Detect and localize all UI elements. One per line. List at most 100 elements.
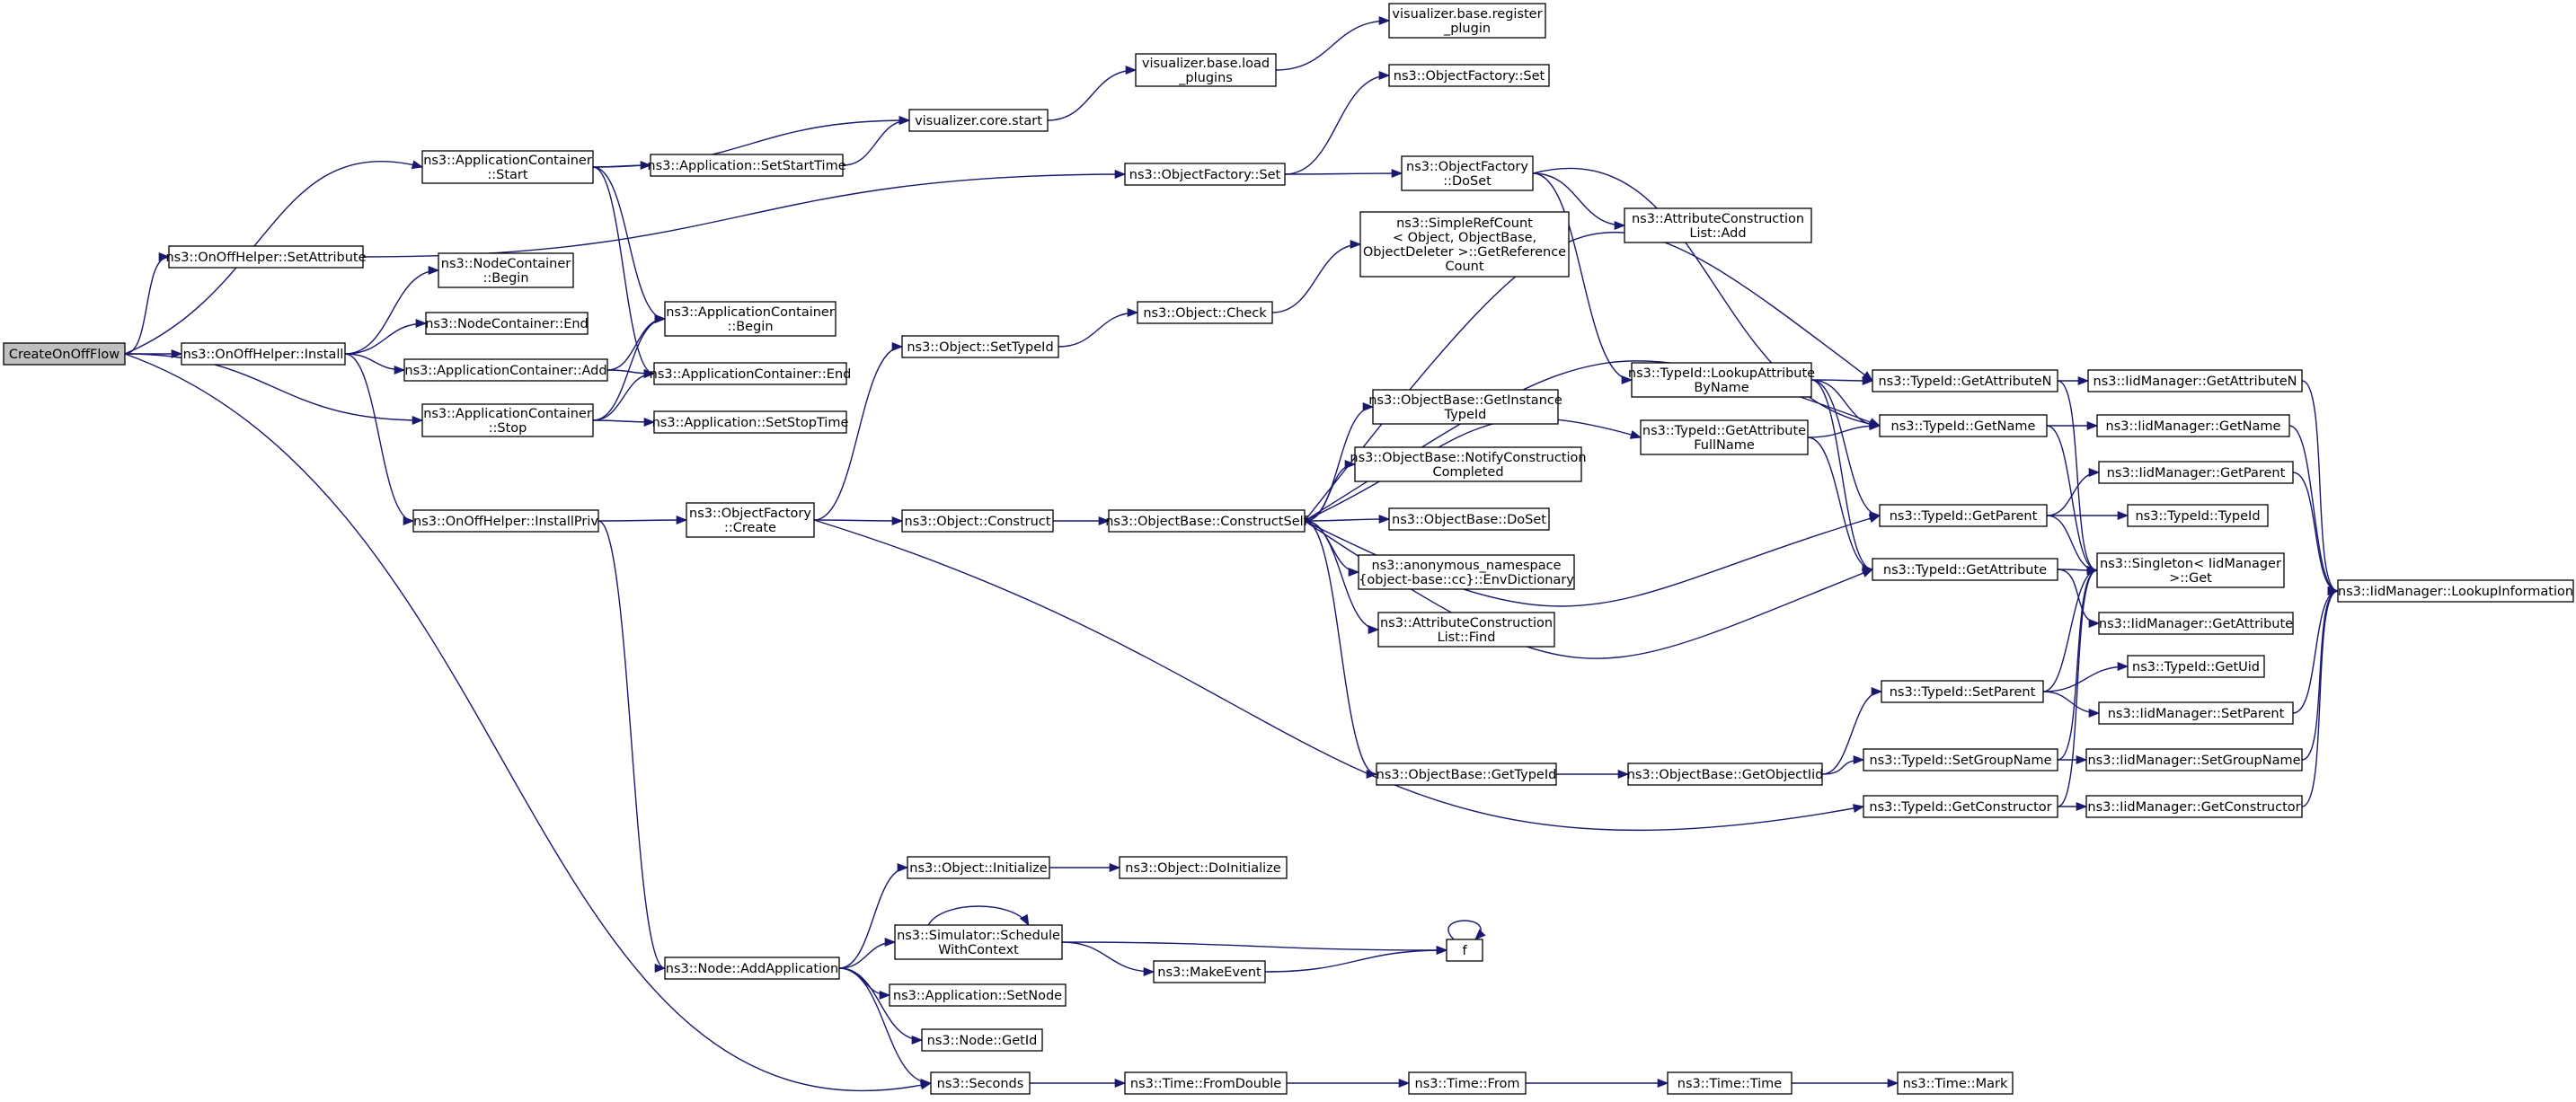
node-box[interactable] [1879,414,2048,437]
graph-node-vis_register_plugin[interactable]: visualizer.base.register_plugin [1388,3,1546,39]
graph-node-typeid_getname[interactable]: ns3::TypeId::GetName [1879,414,2048,437]
graph-node-iid_setparent[interactable]: ns3::IidManager::SetParent [2098,701,2294,725]
graph-node-iid_lookupinformation[interactable]: ns3::IidManager::LookupInformation [2337,579,2574,603]
node-box[interactable] [1377,612,1555,648]
node-box[interactable] [1354,446,1582,482]
node-box[interactable] [2127,655,2265,678]
graph-node-onoff_setattr[interactable]: ns3::OnOffHelper::SetAttribute [165,245,367,269]
node-box[interactable] [2098,612,2294,635]
node-box[interactable] [412,509,599,533]
node-box[interactable] [2098,461,2294,484]
graph-node-simplerefcount[interactable]: ns3::SimpleRefCount< Object, ObjectBase,… [1359,211,1570,278]
node-box[interactable] [664,957,840,980]
node-box[interactable] [1872,558,2058,581]
node-box[interactable] [421,403,594,437]
node-box[interactable] [2087,369,2303,392]
node-box[interactable] [2127,504,2269,527]
node-box[interactable] [901,509,1054,533]
node-box[interactable] [907,856,1050,879]
graph-node-typeid_typeid[interactable]: ns3::TypeId::TypeId [2127,504,2269,527]
graph-node-objbase_doset[interactable]: ns3::ObjectBase::DoSet [1388,507,1550,531]
node-box[interactable] [1640,419,1809,455]
node-box[interactable] [908,109,1049,132]
graph-node-time_mark[interactable]: ns3::Time::Mark [1897,1071,2014,1095]
graph-node-typeid_setparent[interactable]: ns3::TypeId::SetParent [1881,680,2044,703]
graph-node-singleton_get[interactable]: ns3::Singleton< IidManager>::Get [2096,552,2285,588]
node-box[interactable] [1881,680,2044,703]
graph-node-appcont_start[interactable]: ns3::ApplicationContainer::Start [421,150,594,184]
graph-node-iid_getattribute[interactable]: ns3::IidManager::GetAttribute [2098,612,2294,635]
node-box[interactable] [894,924,1063,960]
graph-node-app_setstoptime[interactable]: ns3::Application::SetStopTime [652,410,849,434]
node-box[interactable] [1137,301,1273,324]
graph-node-object_doinitialize[interactable]: ns3::Object::DoInitialize [1119,856,1288,879]
node-box[interactable] [1372,389,1559,425]
graph-node-typeid_getparent[interactable]: ns3::TypeId::GetParent [1879,504,2048,527]
graph-node-objbase_getobjectiid[interactable]: ns3::ObjectBase::GetObjectIid [1627,763,1824,786]
graph-node-iid_getconstructor[interactable]: ns3::IidManager::GetConstructor [2085,795,2303,818]
graph-node-appcont_stop[interactable]: ns3::ApplicationContainer::Stop [421,403,594,437]
node-box[interactable] [1108,509,1306,533]
node-box[interactable] [1446,939,1483,962]
graph-node-object_construct[interactable]: ns3::Object::Construct [901,509,1054,533]
node-box[interactable] [1388,64,1550,87]
graph-node-appcont_add[interactable]: ns3::ApplicationContainer::Add [403,358,608,382]
graph-node-typeid_getconstructor[interactable]: ns3::TypeId::GetConstructor [1863,795,2058,818]
node-box[interactable] [1667,1071,1793,1095]
node-box[interactable] [1879,504,2048,527]
node-box[interactable] [425,312,589,335]
graph-node-vis_load_plugins[interactable]: visualizer.base.load_plugins [1135,53,1277,87]
graph-node-node_getid[interactable]: ns3::Node::GetId [921,1028,1043,1052]
graph-node-app_setnode[interactable]: ns3::Application::SetNode [889,983,1067,1007]
graph-node-typeid_getattribute[interactable]: ns3::TypeId::GetAttribute [1872,558,2058,581]
node-box[interactable] [421,150,594,184]
graph-node-onoff_install[interactable]: ns3::OnOffHelper::Install [181,342,346,366]
node-box[interactable] [1359,211,1570,278]
node-box[interactable] [1358,554,1575,590]
graph-node-objfactory_set[interactable]: ns3::ObjectFactory::Set [1124,163,1286,186]
graph-node-node_addapplication[interactable]: ns3::Node::AddApplication [664,957,840,980]
graph-node-object_check[interactable]: ns3::Object::Check [1137,301,1273,324]
node-box[interactable] [1119,856,1288,879]
node-box[interactable] [2085,748,2303,771]
graph-node-appcont_end[interactable]: ns3::ApplicationContainer::End [650,362,852,385]
graph-node-time_from[interactable]: ns3::Time::From [1408,1071,1527,1095]
node-box[interactable] [1401,155,1534,191]
node-box[interactable] [686,502,815,538]
graph-node-app_setstarttime[interactable]: ns3::Application::SetStartTime [647,154,846,177]
node-box[interactable] [403,358,608,382]
node-box[interactable] [1124,163,1286,186]
node-box[interactable] [1897,1071,2014,1095]
node-box[interactable] [1408,1071,1527,1095]
graph-node-objbase_constructself[interactable]: ns3::ObjectBase::ConstructSelf [1105,509,1309,533]
graph-node-time_time[interactable]: ns3::Time::Time [1667,1071,1793,1095]
graph-node-objfactory_doset[interactable]: ns3::ObjectFactory::DoSet [1401,155,1534,191]
node-box[interactable] [1624,207,1812,243]
graph-node-nodecont_begin[interactable]: ns3::NodeContainer::Begin [438,252,574,288]
graph-node-objfactory_create[interactable]: ns3::ObjectFactory::Create [686,502,815,538]
graph-node-iid_setgroupname[interactable]: ns3::IidManager::SetGroupName [2085,748,2303,771]
node-box[interactable] [650,154,844,177]
graph-node-onoff_installpriv[interactable]: ns3::OnOffHelper::InstallPriv [412,509,599,533]
node-box[interactable] [1863,795,2058,818]
node-box[interactable] [1135,53,1277,87]
graph-node-typeid_getuid[interactable]: ns3::TypeId::GetUid [2127,655,2265,678]
node-box[interactable] [1631,362,1812,398]
graph-node-object_initialize[interactable]: ns3::Object::Initialize [907,856,1050,879]
graph-node-object_settypeid[interactable]: ns3::Object::SetTypeId [901,335,1059,358]
node-box[interactable] [930,1071,1031,1095]
graph-node-typeid_getattributen[interactable]: ns3::TypeId::GetAttributeN [1872,369,2058,392]
graph-node-iid_getname[interactable]: ns3::IidManager::GetName [2096,414,2290,437]
node-box[interactable] [1388,507,1550,531]
graph-node-time_fromdouble[interactable]: ns3::Time::FromDouble [1124,1071,1288,1095]
node-box[interactable] [2337,579,2574,603]
node-box[interactable] [1124,1071,1288,1095]
graph-node-typeid_setgroupname[interactable]: ns3::TypeId::SetGroupName [1863,748,2058,771]
node-box[interactable] [901,335,1059,358]
